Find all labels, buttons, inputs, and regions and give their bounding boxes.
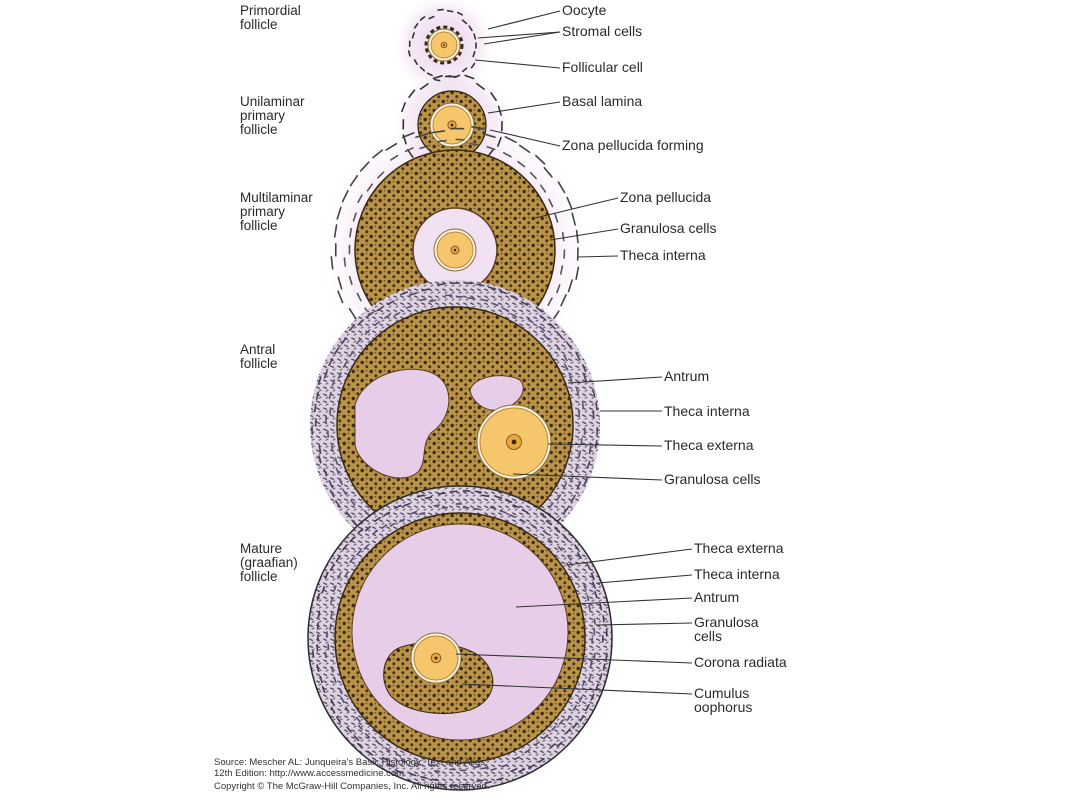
antrum-cavity-right: [469, 375, 524, 411]
oocyte-multi: [433, 228, 477, 272]
leader-line: [515, 597, 693, 608]
svg-text:primary: primary: [240, 108, 285, 123]
leader-line: [487, 10, 561, 30]
label-theca-interna-mature: Theca interna: [694, 566, 780, 582]
label-basal-lamina: Basal lamina: [562, 93, 642, 109]
copyright-notice: Copyright © The McGraw-Hill Companies, I…: [214, 781, 490, 792]
oocyte-primordial: [427, 28, 461, 62]
leader-line: [597, 574, 693, 584]
label-theca-externa-mature: Theca externa: [694, 540, 784, 556]
oocyte-antral: [476, 404, 552, 480]
svg-text:Multilaminar: Multilaminar: [240, 190, 313, 205]
label-follicular-cell: Follicular cell: [562, 59, 643, 75]
svg-text:Primordial: Primordial: [240, 3, 301, 18]
stage-title-unilaminar: Unilaminar primary follicle: [240, 94, 305, 137]
oocyte-unilaminar: [429, 102, 475, 148]
svg-text:Antral: Antral: [240, 342, 275, 357]
leader-line: [477, 31, 561, 39]
svg-text:12th Edition: http://www.acces: 12th Edition: http://www.accessmedicine.…: [214, 768, 404, 779]
stage-title-primordial: Primordial follicle: [240, 3, 301, 32]
label-zona-pellucida: Zona pellucida: [620, 189, 711, 205]
leader-line: [547, 443, 663, 447]
leader-line: [461, 683, 693, 695]
leader-line: [566, 548, 693, 566]
svg-text:(graafian): (graafian): [240, 555, 298, 570]
label-antrum-antral: Antrum: [664, 368, 709, 384]
leader-line: [489, 129, 561, 147]
svg-text:Source: Mescher AL: Junqueira': Source: Mescher AL: Junqueira's Basic Hi…: [214, 757, 488, 768]
label-corona-radiata: Corona radiata: [694, 654, 787, 670]
label-theca-interna-multi: Theca interna: [620, 247, 706, 263]
svg-text:follicle: follicle: [240, 218, 278, 233]
label-zona-pellucida-forming: Zona pellucida forming: [562, 137, 704, 153]
svg-text:primary: primary: [240, 204, 285, 219]
label-stromal-cells: Stromal cells: [562, 23, 642, 39]
follicular-cells-ring: [424, 25, 464, 65]
leader-line: [455, 653, 693, 664]
stage-title-antral: Antral follicle: [240, 342, 278, 371]
leader-line: [487, 101, 561, 114]
leader-lines: [455, 10, 693, 695]
follicle-drawings: [307, 8, 613, 791]
svg-text:Unilaminar: Unilaminar: [240, 94, 305, 109]
leader-line: [567, 376, 663, 384]
label-granulosa-cells-multi: Granulosa cells: [620, 220, 717, 236]
label-antrum-mature: Antrum: [694, 589, 739, 605]
stage-title-mature: Mature (graafian) follicle: [240, 541, 298, 584]
antrum-cavity-left: [354, 368, 450, 479]
leader-line: [512, 473, 663, 481]
label-theca-interna-antral: Theca interna: [664, 403, 750, 419]
theca-dashes-mature-inner: [324, 503, 596, 773]
source-citation: Source: Mescher AL: Junqueira's Basic Hi…: [214, 757, 490, 792]
svg-text:follicle: follicle: [240, 356, 278, 371]
svg-text:follicle: follicle: [240, 569, 278, 584]
leader-line: [534, 197, 619, 219]
stage-title-multilaminar: Multilaminar primary follicle: [240, 190, 313, 233]
svg-text:Mature: Mature: [240, 541, 282, 556]
leader-line: [474, 59, 561, 69]
label-theca-externa-antral: Theca externa: [664, 437, 754, 453]
svg-text:follicle: follicle: [240, 17, 278, 32]
theca-dashes-mature-outer: [312, 490, 608, 787]
leader-line: [549, 228, 619, 241]
svg-text:follicle: follicle: [240, 122, 278, 137]
leader-line: [595, 622, 693, 626]
leader-line: [577, 255, 619, 258]
label-granulosa-cells-antral: Granulosa cells: [664, 471, 761, 487]
oocyte-mature: [410, 632, 462, 684]
label-oocyte: Oocyte: [562, 2, 607, 18]
leader-line: [483, 31, 561, 45]
